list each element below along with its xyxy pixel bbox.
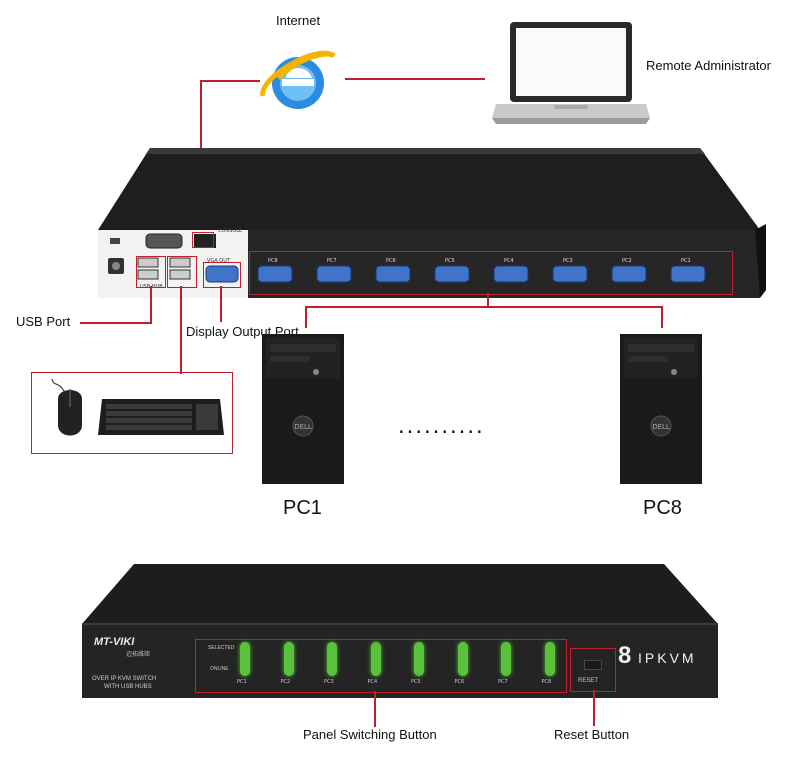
display-output-highlight (203, 262, 241, 288)
vga-port-pc2: PC2 (611, 258, 647, 283)
port-label: PC1 (681, 258, 691, 264)
port-label: PC3 (563, 258, 573, 264)
model-number: 8 (618, 642, 632, 669)
port-label: PC6 (386, 258, 396, 264)
internet-label: Internet (276, 13, 321, 28)
brand-logo-cn: 迈拓维矩 (126, 652, 151, 658)
panel-button-label: PC5 (411, 679, 421, 685)
reset-highlight (570, 648, 616, 692)
model-text: IPKVM (638, 650, 697, 666)
panel-switching-highlight (195, 639, 567, 693)
keyboard-icon (98, 399, 224, 435)
rear-console-ports: VGA OUT USB HUB CONSOLE (108, 228, 242, 290)
peripheral-line-v (180, 286, 182, 374)
panel-button-pc8[interactable] (544, 642, 555, 676)
usb-peripheral-highlight (167, 256, 197, 288)
desktop-tower-icon: DELL (262, 334, 344, 484)
vga-port-pc4: PC4 (493, 258, 529, 283)
brand-logo: MT-VIKI (94, 636, 135, 648)
panel-switching-button-label: Panel Switching Button (303, 727, 437, 742)
reset-line (593, 690, 595, 726)
panel-button-label: PC1 (237, 679, 247, 685)
panel-button-pc7[interactable] (501, 642, 511, 676)
peripherals-box (31, 372, 233, 454)
reset-button[interactable] (584, 660, 602, 670)
panel-button-pc5[interactable] (414, 642, 424, 676)
pc-vga-ports: PC8 PC7 PC6 PC5 PC4 PC3 PC2 PC1 (257, 258, 706, 283)
panel-button-pc3[interactable] (327, 642, 337, 676)
panel-button-label: PC3 (324, 679, 334, 685)
mouse-icon (51, 378, 82, 436)
reset-button-label: Reset Button (554, 727, 630, 742)
usb-port-highlight (136, 256, 166, 288)
svg-text:DELL: DELL (294, 423, 312, 431)
port-label: PC2 (622, 258, 632, 264)
port-label: PC5 (445, 258, 455, 264)
product-subtitle-1: OVER IP KVM SWITCH (92, 676, 157, 682)
usb-port-line-v (150, 286, 152, 323)
remote-administrator-label: Remote Administrator (646, 58, 771, 73)
pc1-drop-line (305, 306, 307, 328)
lan-port-highlight (192, 232, 214, 248)
pc8-drop-line (661, 306, 663, 328)
panel-button-pc2[interactable] (283, 642, 294, 676)
pc-bus-line-h (305, 306, 662, 308)
usb-port-label: USB Port (16, 314, 71, 329)
panel-button-label: PC6 (454, 679, 465, 685)
desktop-tower-icon: DELL (620, 334, 702, 484)
display-output-line (220, 286, 222, 322)
panel-button-label: PC8 (541, 679, 552, 685)
vga-port-pc3: PC3 (552, 258, 588, 283)
vga-port-pc5: PC5 (434, 258, 470, 283)
vga-port-pc6: PC6 (375, 258, 411, 283)
port-label: PC7 (327, 258, 337, 264)
panel-switching-line (374, 691, 376, 727)
reset-text: RESET (578, 678, 599, 684)
product-subtitle-2: WITH USB HUBS (104, 684, 152, 690)
panel-button-pc6[interactable] (457, 642, 468, 676)
panel-button-label: PC2 (280, 679, 291, 685)
port-label: PC4 (504, 258, 514, 264)
usb-port-line-h (80, 322, 152, 324)
online-indicator-label: ONLINE (210, 666, 229, 672)
vga-port-pc7: PC7 (316, 258, 352, 283)
vga-port-pc8: PC8 (257, 258, 293, 283)
vga-port-pc1: PC1 (670, 258, 706, 283)
pc-ports-highlight (249, 251, 733, 295)
panel-button-pc1[interactable] (240, 642, 250, 676)
selected-indicator-label: SELECTED (208, 645, 235, 651)
pc-bus-line-v (487, 293, 489, 307)
internet-to-kvm-line-h (200, 80, 260, 82)
panel-button-label: PC4 (367, 679, 378, 685)
ellipsis-dots: .......... (398, 412, 485, 439)
panel-button-label: PC7 (498, 679, 508, 685)
port-label: PC8 (268, 258, 278, 264)
console-text: CONSOLE (218, 228, 242, 234)
laptop-icon (492, 22, 650, 124)
svg-text:DELL: DELL (652, 423, 670, 431)
internet-to-admin-line (345, 78, 485, 80)
vga-out-text: VGA OUT (207, 258, 231, 264)
internet-explorer-icon (260, 50, 336, 109)
panel-button-pc4[interactable] (370, 642, 381, 676)
pc1-label: PC1 (283, 497, 322, 519)
pc8-label: PC8 (643, 497, 682, 519)
